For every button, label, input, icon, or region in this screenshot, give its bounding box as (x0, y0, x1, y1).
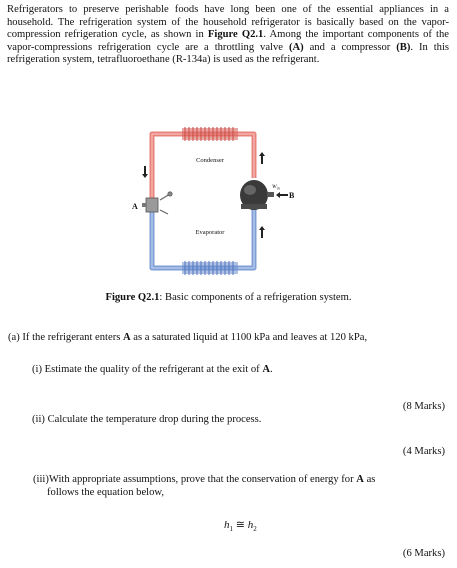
intro-figure-ref: Figure Q2.1 (207, 29, 264, 41)
condenser-label: Condenser (196, 157, 225, 164)
refrigeration-diagram-svg: Condenser Evaporator A B Win (132, 127, 295, 275)
evaporator-fins (182, 261, 238, 275)
question-a-iii: (iii)With appropriate assumptions, prove… (33, 473, 438, 499)
figure-caption: Figure Q2.1: Basic components of a refri… (0, 292, 457, 303)
intro-text-3: and a compressor (303, 41, 397, 53)
intro-text-1: Refrigerators to preserve perishable foo… (7, 4, 449, 41)
question-a: (a) If the refrigerant enters A as a sat… (8, 332, 368, 343)
marks-ii: (4 Marks) (402, 446, 445, 457)
refrigeration-diagram: Condenser Evaporator A B Win (130, 118, 330, 288)
flow-arrows (142, 152, 288, 238)
question-a-iii-line2: follows the equation below, (47, 487, 164, 498)
condenser-fins (182, 127, 238, 141)
marks-i: (8 Marks) (402, 401, 445, 412)
caption-text: : Basic components of a refrigeration sy… (159, 292, 352, 303)
hot-pipe-loop (149, 131, 257, 204)
compressor-icon (240, 180, 274, 210)
throttling-valve-icon (142, 191, 173, 215)
valve-label-a: A (132, 202, 138, 211)
intro-text-4: . In this refrigeration system, tetraflu… (7, 41, 450, 66)
evaporator-label: Evaporator (196, 229, 226, 236)
caption-figure-number: Figure Q2.1 (105, 292, 160, 303)
question-a-ii: (ii) Calculate the temperature drop duri… (32, 414, 262, 425)
intro-text-2: . Among the important components of the … (7, 29, 449, 53)
arrow-up-icon (259, 226, 265, 238)
compressor-label-b: B (289, 191, 295, 200)
arrow-left-icon (276, 192, 288, 198)
intro-label-b: (B) (396, 41, 411, 53)
arrow-down-icon (142, 166, 148, 178)
intro-paragraph: Refrigerators to preserve perishable foo… (7, 4, 449, 67)
work-input-label: Win (272, 184, 280, 191)
intro-label-a: (A) (288, 41, 304, 53)
energy-equation: h1 ≅ h2 (224, 519, 257, 534)
arrow-up-icon (259, 152, 265, 164)
question-a-i: (i) Estimate the quality of the refriger… (32, 364, 273, 375)
marks-iii: (6 Marks) (402, 548, 445, 559)
